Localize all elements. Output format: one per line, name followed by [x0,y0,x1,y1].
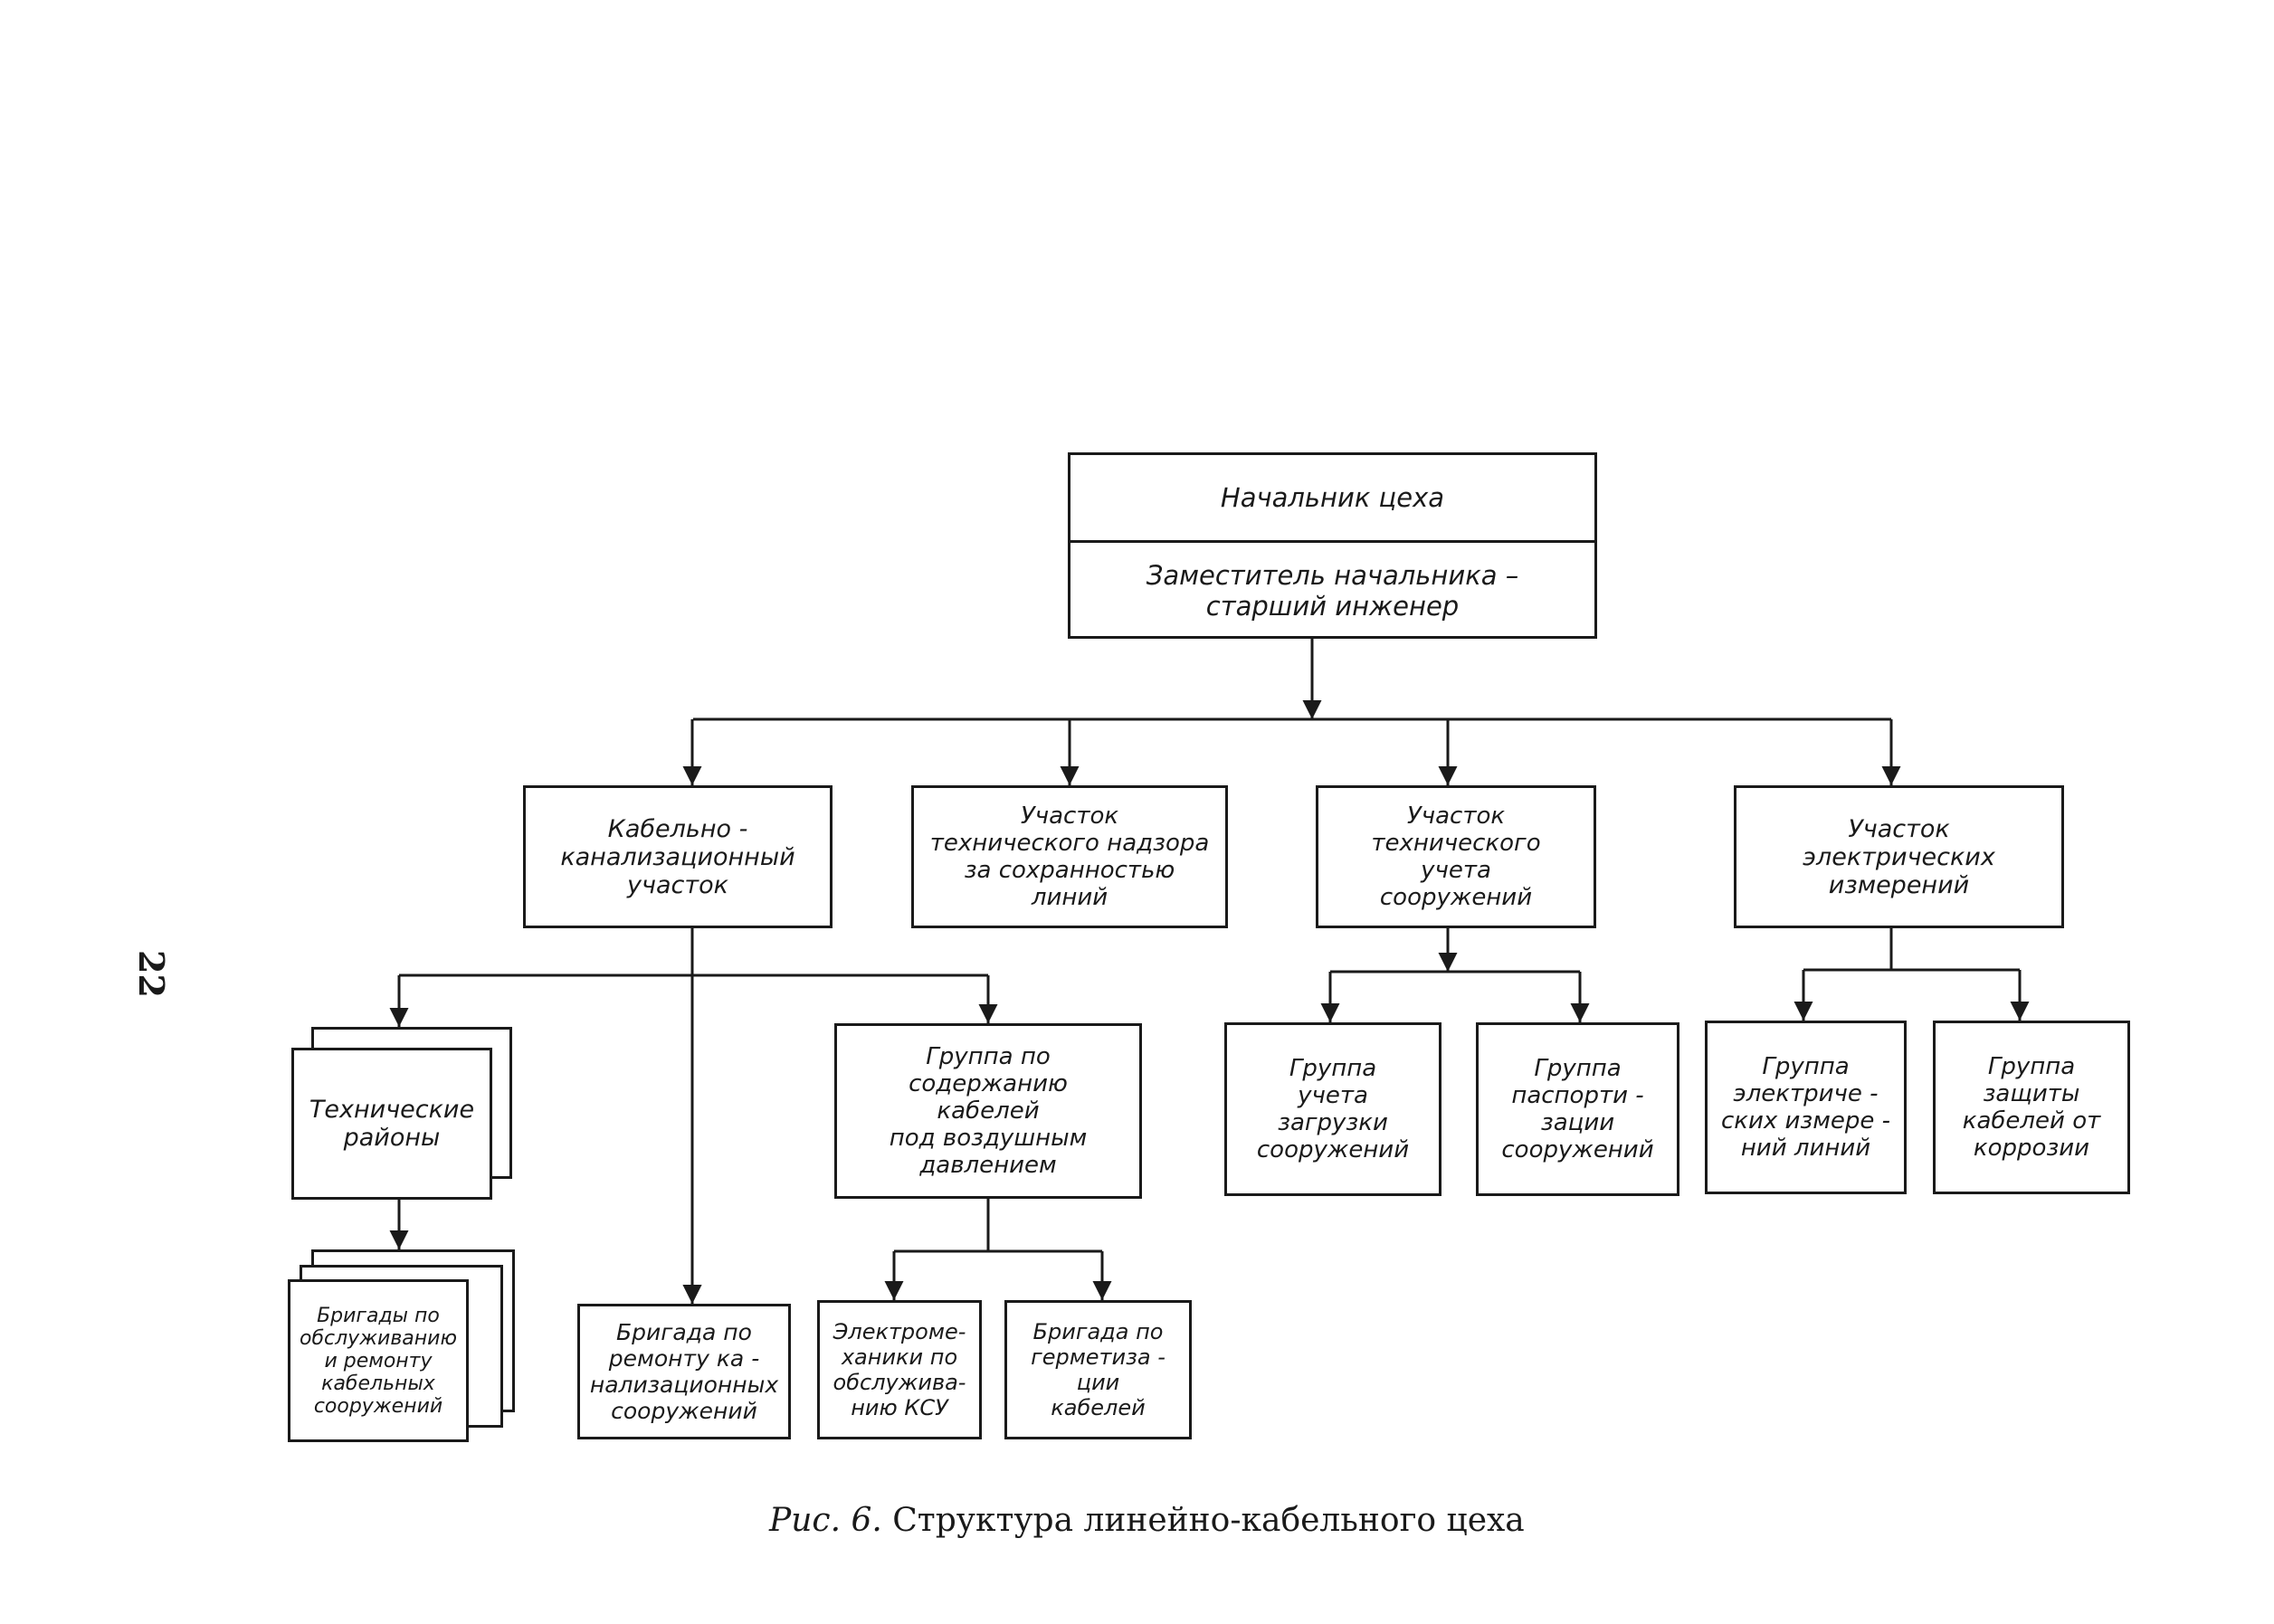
node-text-line: нию КСУ [851,1395,948,1420]
node-text-line: сооружений [1256,1136,1410,1163]
node-text-line: электриче - [1733,1080,1879,1107]
node-text-line: кабельных [321,1372,435,1395]
node-text-line: участок [627,870,728,899]
node-text-line: ремонту ка - [608,1345,760,1372]
node-text-line: Группа [1534,1055,1622,1082]
node-text-line: сооружений [1501,1136,1654,1163]
figure-caption: Рис. 6. Структура линейно-кабельного цех… [769,1502,1525,1539]
node-text-line: Участок [1406,803,1506,830]
node-text-line: сооружений [1379,884,1533,911]
node-text-line: Кабельно - [607,814,748,843]
node-text-line: старший инженер [1205,591,1460,622]
node-text-line: электрических [1803,842,1995,871]
node-text-line: измерений [1828,870,1970,899]
node-text-line: Участок [1848,814,1950,843]
node-text-line: районы [343,1124,441,1152]
node-text-line: коррозии [1973,1135,2090,1162]
node-text-line: паспорти - [1511,1082,1644,1109]
head-divider [1070,540,1594,543]
node-text-line: кабелей [1051,1395,1146,1420]
node-text-line: Бригада по [1032,1319,1164,1344]
node-text-line: Бригады по [317,1304,440,1327]
node-text-line: кабелей [937,1097,1040,1125]
node-text-line: учета [1298,1082,1368,1109]
node-text-line: ханики по [841,1344,958,1370]
node-text-line: и ремонту [324,1349,433,1372]
node-text-line: давлением [919,1152,1057,1179]
node-text-line: Электроме- [833,1319,966,1344]
node-text-line: ции [1076,1370,1120,1395]
head-box: Начальник цеха Заместитель начальника –с… [1068,452,1597,639]
node-text-line: учета [1421,857,1491,884]
node-text-line: Технические [309,1096,475,1124]
node-text-line: технического надзора [929,830,1210,857]
node-text-line: Группа [1987,1053,2076,1080]
node-text-line: кабелей от [1962,1107,2101,1135]
node-text-line: Бригада по [616,1319,752,1345]
node-text-line: обслуживанию [300,1326,457,1350]
node-text-line: загрузки [1278,1109,1388,1136]
node-text-line: Участок [1020,803,1119,830]
node-text-line: линий [1031,884,1108,911]
node-text-line: Начальник цеха [1220,482,1445,513]
caption-label: Рис. 6. [769,1502,882,1539]
page-number: 22 [131,950,172,998]
node-text-line: Группа [1762,1053,1850,1080]
node-text-line: зации [1540,1109,1615,1136]
node-text-line: ских измере - [1720,1107,1891,1135]
node-text-line: канализационный [560,842,795,871]
node-text-line: защиты [1983,1080,2080,1107]
node-text-line: сооружений [313,1394,443,1418]
node-text-line: герметиза - [1031,1344,1166,1370]
node-text-line: содержанию [909,1070,1068,1097]
node-text-line: нализационных [589,1372,779,1398]
caption-text: Структура линейно-кабельного цеха [892,1502,1525,1539]
node-text-line: за сохранностью [964,857,1175,884]
head-title: Начальник цеха [1070,455,1594,540]
node-text-line: Группа по [926,1043,1051,1070]
node-text-line: под воздушным [889,1125,1088,1152]
node-text-line: сооружений [611,1398,757,1424]
node-text-line: обслужива- [833,1370,966,1395]
head-deputy: Заместитель начальника –старший инженер [1070,543,1594,639]
node-text-line: технического [1371,830,1541,857]
node-text-line: ний линий [1740,1135,1871,1162]
node-text-line: Заместитель начальника – [1146,560,1519,591]
node-text-line: Группа [1289,1055,1377,1082]
